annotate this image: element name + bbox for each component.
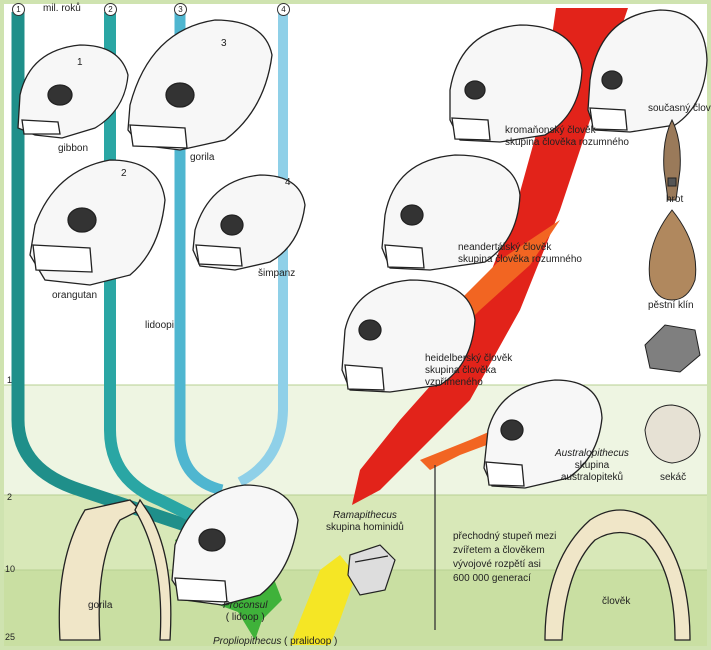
label-ramapithecus-line1: Ramapithecus bbox=[326, 510, 404, 522]
label-gorila: gorila bbox=[190, 152, 214, 164]
label-transition-line1: přechodný stupeň mezi bbox=[453, 530, 556, 544]
label-modern-human: současný člověk bbox=[648, 103, 711, 115]
axis-tick-10: 10 bbox=[5, 564, 15, 574]
skull-number-3: 3 bbox=[221, 38, 227, 50]
axis-tick-2: 2 bbox=[7, 492, 12, 502]
label-hrot: hrot bbox=[666, 194, 683, 206]
axis-unit-label: mil. roků bbox=[43, 3, 81, 15]
label-ramapithecus-line2: skupina hominidů bbox=[326, 522, 404, 534]
label-australopithecus-line2: skupina bbox=[555, 460, 629, 472]
label-lidoopi: lidoopi bbox=[145, 320, 174, 332]
skull-number-2: 2 bbox=[121, 168, 127, 180]
label-pralidoop: ( pralidoop ) bbox=[284, 636, 337, 648]
skull-number-1: 1 bbox=[77, 57, 83, 69]
label-transition: přechodný stupeň mezi zvířetem a člověke… bbox=[453, 530, 556, 586]
label-jaw-gorila: gorila bbox=[88, 600, 112, 612]
label-heidelberg-line3: vzpřímeného bbox=[425, 377, 512, 389]
label-cromagnon: kromaňonský člověk skupina člověka rozum… bbox=[505, 125, 629, 149]
lineage-number-4: 4 bbox=[277, 3, 290, 16]
label-proconsul: Proconsul ( lidoop ) bbox=[223, 600, 267, 624]
label-jaw-clovek: člověk bbox=[602, 596, 630, 608]
label-australopithecus-line3: australopiteků bbox=[555, 472, 629, 484]
label-neanderthal-line1: neandertálský člověk bbox=[458, 242, 582, 254]
label-simpanz: šimpanz bbox=[258, 268, 295, 280]
label-cromagnon-line1: kromaňonský člověk bbox=[505, 125, 629, 137]
label-sekac: sekáč bbox=[660, 472, 686, 484]
label-neanderthal: neandertálský člověk skupina člověka roz… bbox=[458, 242, 582, 266]
lineage-number-2: 2 bbox=[104, 3, 117, 16]
label-australopithecus: Australopithecus skupina australopiteků bbox=[555, 448, 629, 484]
label-gibbon: gibbon bbox=[58, 143, 88, 155]
label-heidelberg: heidelberský člověk skupina člověka vzpř… bbox=[425, 353, 512, 389]
axis-tick-25: 25 bbox=[5, 632, 15, 642]
label-pestni-klin: pěstní klín bbox=[648, 300, 694, 312]
label-orangutan: orangutan bbox=[52, 290, 97, 302]
label-heidelberg-line1: heidelberský člověk bbox=[425, 353, 512, 365]
label-ramapithecus: Ramapithecus skupina hominidů bbox=[326, 510, 404, 534]
lineage-number-1: 1 bbox=[12, 3, 25, 16]
label-neanderthal-line2: skupina člověka rozumného bbox=[458, 254, 582, 266]
label-proconsul-line2: ( lidoop ) bbox=[223, 612, 267, 624]
label-propliopithecus: Propliopithecus bbox=[213, 636, 281, 648]
label-transition-line3: vývojové rozpětí asi bbox=[453, 558, 556, 572]
label-transition-line4: 600 000 generací bbox=[453, 572, 556, 586]
label-cromagnon-line2: skupina člověka rozumného bbox=[505, 137, 629, 149]
skull-number-4: 4 bbox=[285, 177, 291, 189]
label-proconsul-line1: Proconsul bbox=[223, 600, 267, 612]
axis-tick-1: 1 bbox=[7, 375, 12, 385]
label-australopithecus-line1: Australopithecus bbox=[555, 448, 629, 460]
lineage-number-3: 3 bbox=[174, 3, 187, 16]
label-transition-line2: zvířetem a člověkem bbox=[453, 544, 556, 558]
label-heidelberg-line2: skupina člověka bbox=[425, 365, 512, 377]
